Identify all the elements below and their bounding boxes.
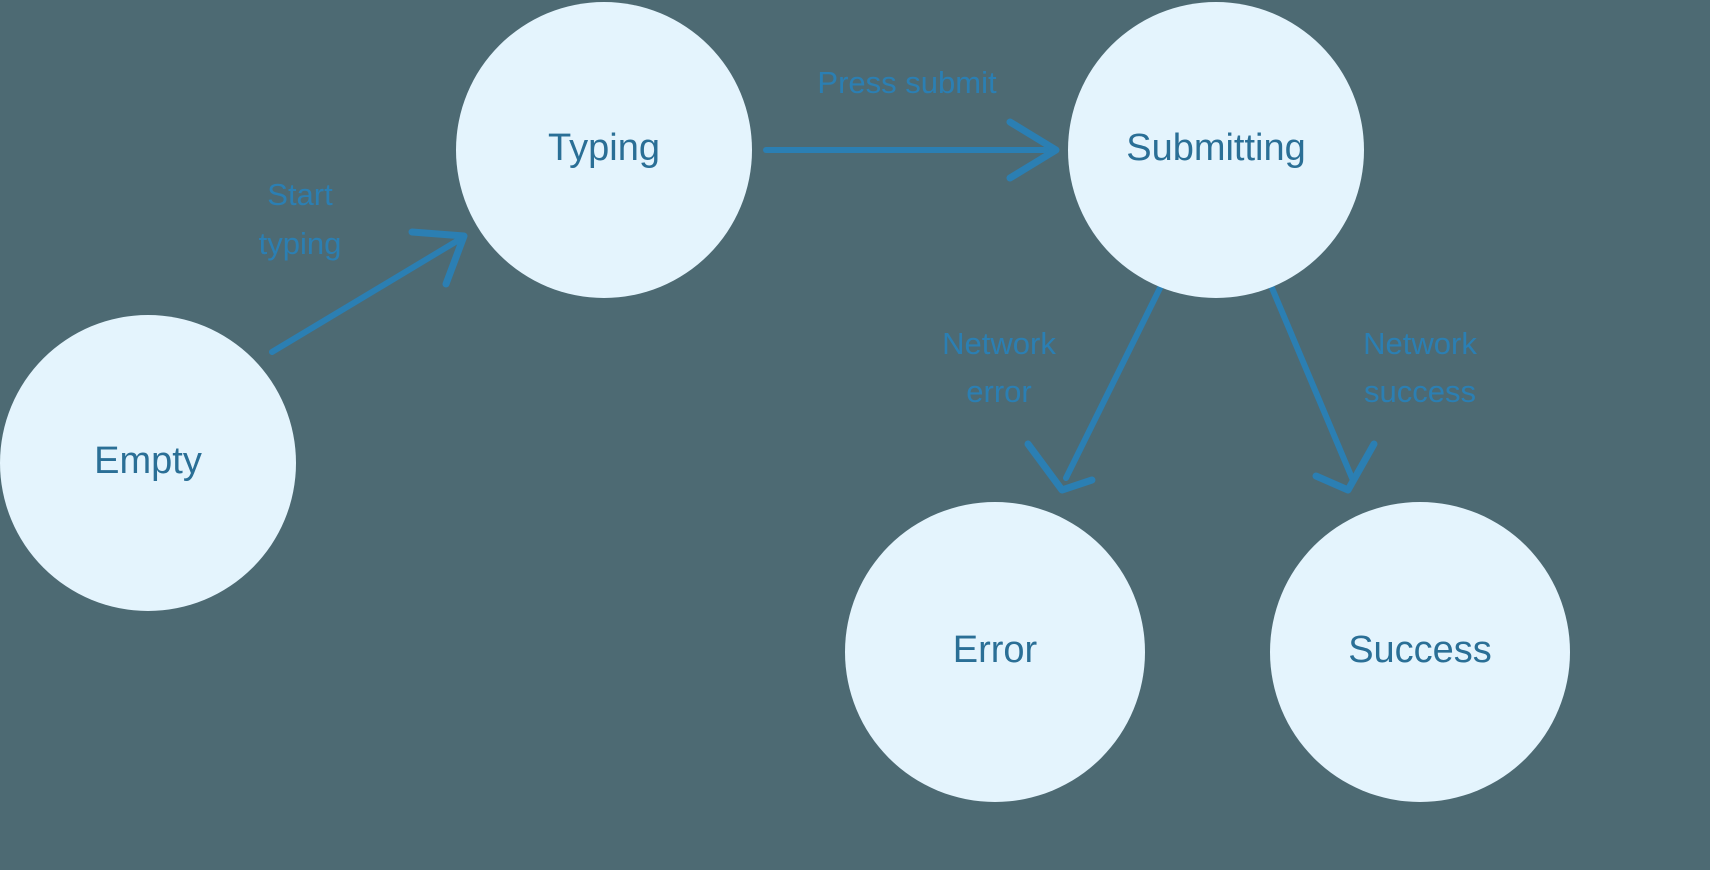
node-success[interactable]: Success xyxy=(1270,502,1570,802)
node-typing-label: Typing xyxy=(548,127,660,169)
edge-submitting-to-success xyxy=(1269,285,1378,494)
node-submitting-label: Submitting xyxy=(1126,127,1306,169)
edge-label-press-submit: Press submit xyxy=(817,65,997,100)
edge-line-submitting-success xyxy=(1269,285,1355,481)
node-error-label: Error xyxy=(953,629,1038,671)
arrowhead-submitting-error xyxy=(1024,440,1096,494)
edge-typing-to-submitting xyxy=(763,118,1060,182)
node-error[interactable]: Error xyxy=(845,502,1145,802)
node-submitting[interactable]: Submitting xyxy=(1068,2,1364,298)
edge-label-press-submit-line1: Press submit xyxy=(817,65,997,100)
node-success-label: Success xyxy=(1348,629,1492,671)
edge-label-network-error-line2: error xyxy=(966,374,1031,409)
edge-label-network-success-line2: success xyxy=(1364,374,1476,409)
edge-label-start-typing-line1: Start xyxy=(267,177,333,212)
edge-submitting-to-error xyxy=(1024,285,1163,494)
edge-line-submitting-error xyxy=(1063,285,1163,481)
edge-label-network-success-line1: Network xyxy=(1363,326,1477,361)
edge-line-empty-typing xyxy=(269,235,465,355)
arrowhead-submitting-success xyxy=(1312,440,1378,494)
node-empty[interactable]: Empty xyxy=(0,315,296,611)
node-success-circle[interactable] xyxy=(1270,502,1570,802)
edge-empty-to-typing xyxy=(269,228,468,355)
arrowhead-empty-typing xyxy=(408,228,468,288)
arrowhead-typing-submitting xyxy=(1006,118,1060,182)
edge-label-network-error: Network error xyxy=(942,326,1056,409)
node-empty-label: Empty xyxy=(94,440,202,482)
edge-label-network-success: Network success xyxy=(1363,326,1477,409)
node-typing-circle[interactable] xyxy=(456,2,752,298)
node-error-circle[interactable] xyxy=(845,502,1145,802)
node-submitting-circle[interactable] xyxy=(1068,2,1364,298)
edge-label-start-typing-line2: typing xyxy=(259,226,342,261)
edge-label-network-error-line1: Network xyxy=(942,326,1056,361)
node-empty-circle[interactable] xyxy=(0,315,296,611)
node-typing[interactable]: Typing xyxy=(456,2,752,298)
edge-label-start-typing: Start typing xyxy=(259,177,342,261)
